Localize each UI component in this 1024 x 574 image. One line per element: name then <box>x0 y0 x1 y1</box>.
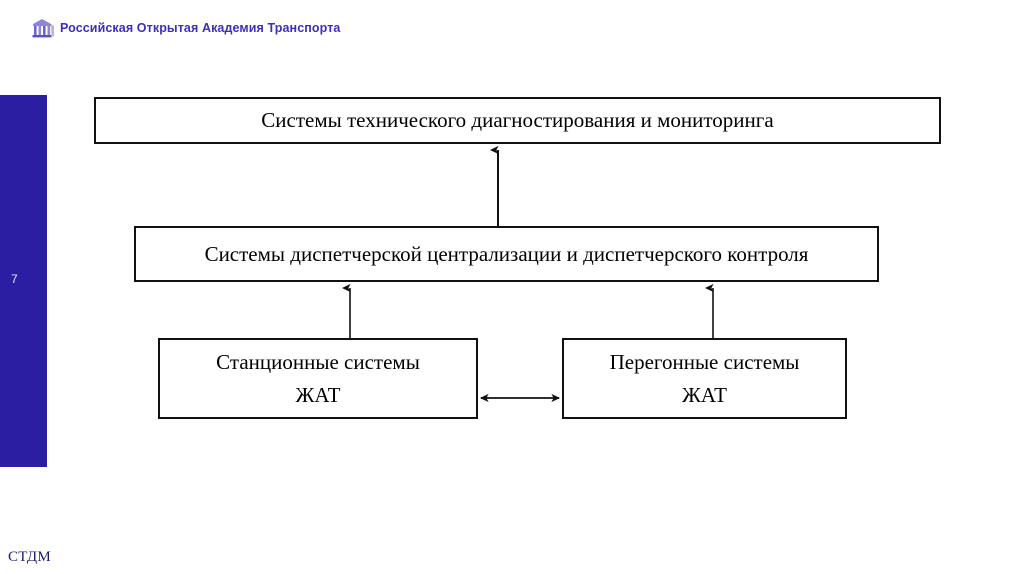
slide-header: Российская Открытая Академия Транспорта <box>0 0 1024 56</box>
diagram-node-mid: Системы диспетчерской централизации и ди… <box>134 226 879 282</box>
diagram-node-top: Системы технического диагностирования и … <box>94 97 941 144</box>
diagram-node-interstation-systems: Перегонные системы ЖАТ <box>562 338 847 419</box>
node-left-label-line1: Станционные системы <box>216 349 420 374</box>
diagram-node-station-systems: Станционные системы ЖАТ <box>158 338 478 419</box>
node-right-label-line2: ЖАТ <box>682 382 727 407</box>
node-left-label-line2: ЖАТ <box>295 382 341 407</box>
node-mid-label: Системы диспетчерской централизации и ди… <box>204 241 809 266</box>
footer-label: СТДМ <box>8 549 51 565</box>
organization-title: Российская Открытая Академия Транспорта <box>60 21 341 35</box>
academy-emblem-icon <box>31 18 55 40</box>
node-top-label: Системы технического диагностирования и … <box>261 108 774 132</box>
sidebar-accent-bar <box>0 95 47 467</box>
slide-number: 7 <box>11 272 18 286</box>
node-right-label-line1: Перегонные системы <box>609 349 800 374</box>
